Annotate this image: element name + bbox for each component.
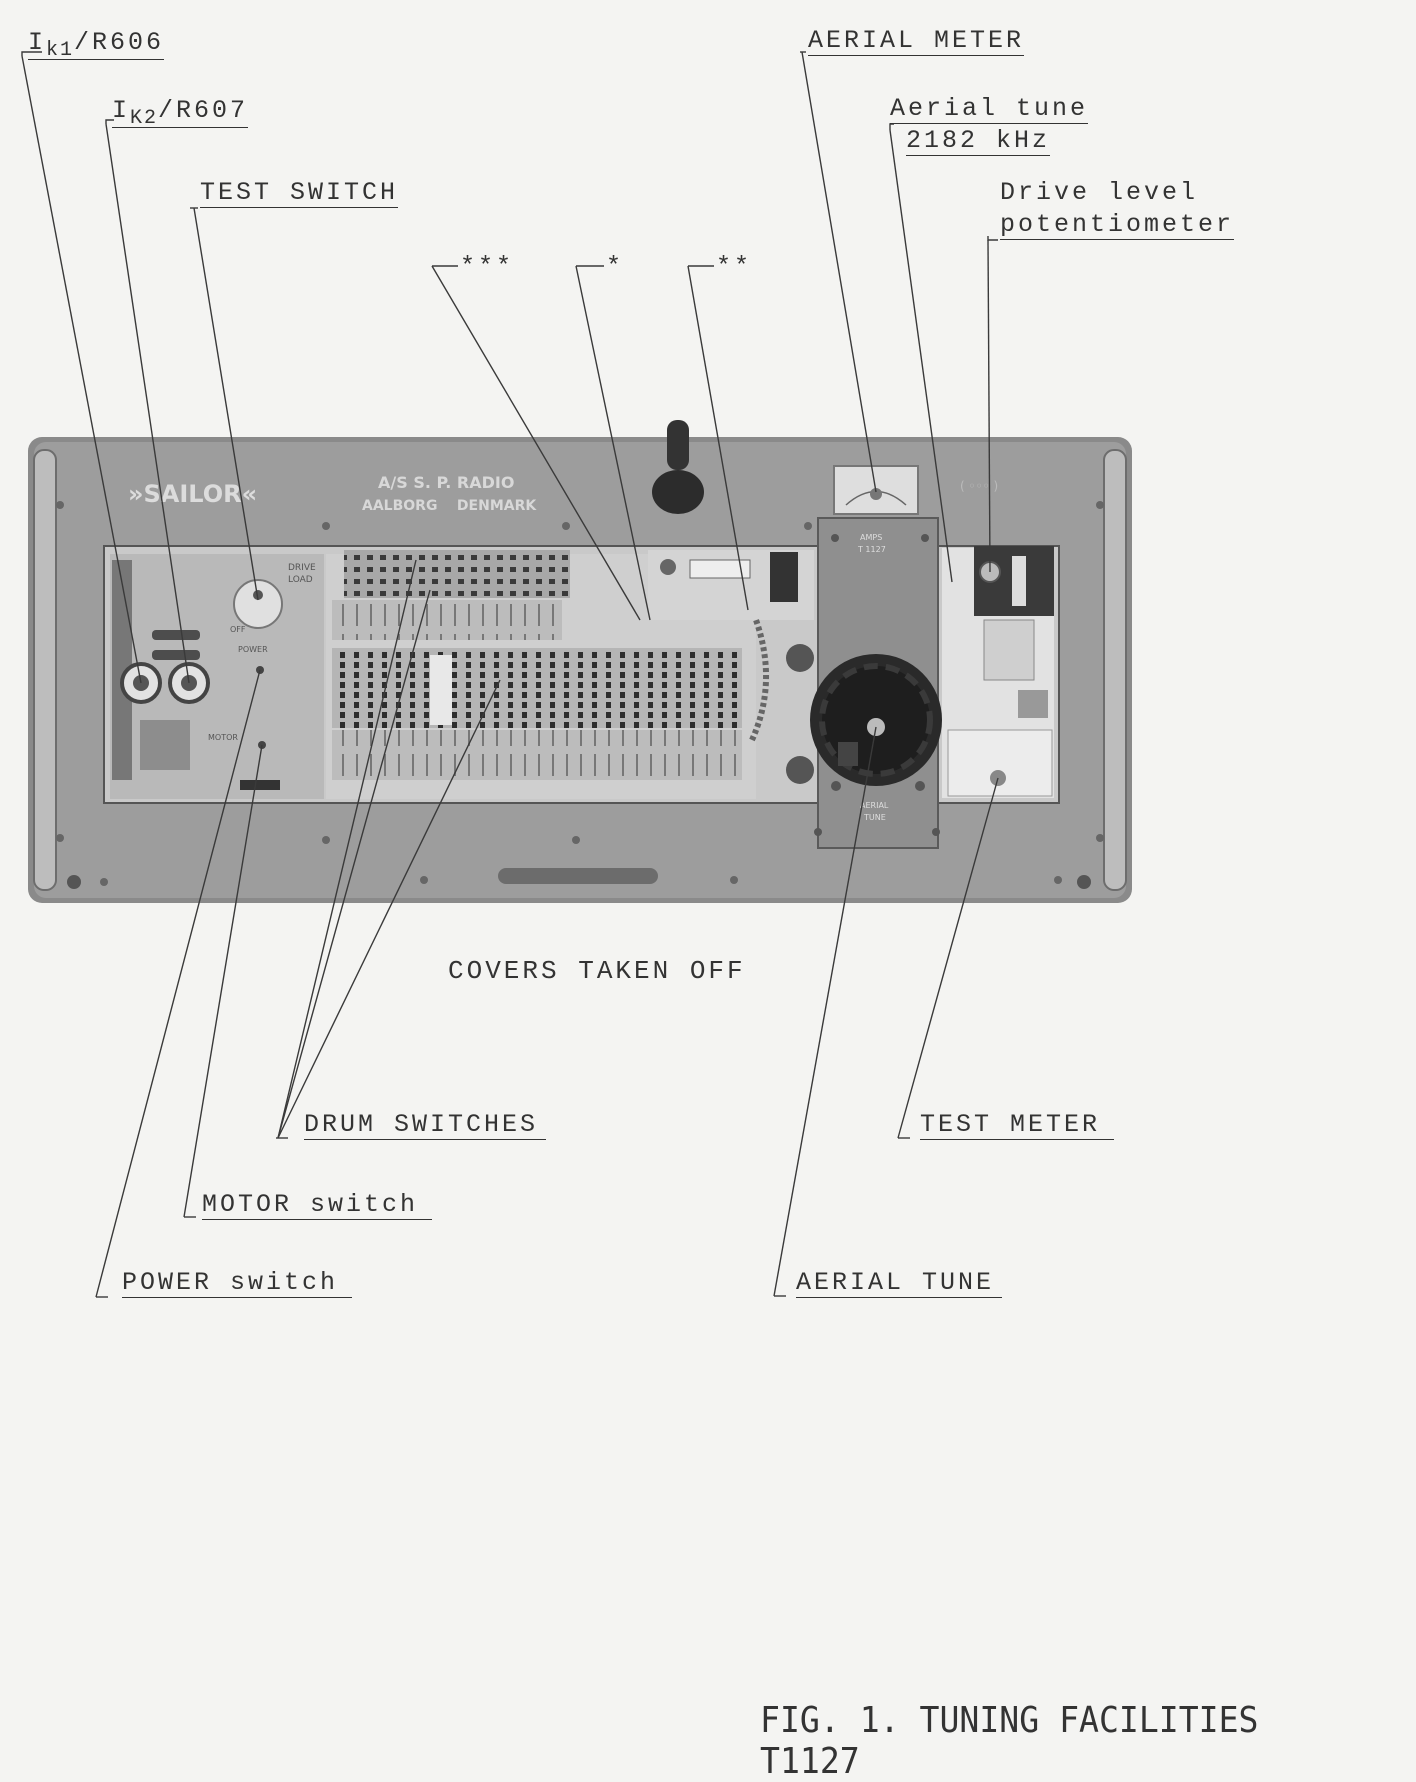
ik1-r606-label: Ik1/R606 bbox=[28, 28, 165, 62]
single-star-label: * bbox=[606, 252, 625, 281]
maker-text-1: A/S S. P. RADIO bbox=[378, 473, 514, 492]
right-components bbox=[942, 546, 1054, 798]
center-components bbox=[648, 550, 814, 784]
aerial-tune-2182-label-line2: 2182 kHz bbox=[906, 126, 1051, 156]
drive-level-label-line2: potentiometer bbox=[1000, 210, 1235, 240]
svg-text:TUNE: TUNE bbox=[863, 813, 886, 822]
panel-label-decal: ( ◦◦◦ ) bbox=[960, 479, 998, 493]
triple-star-label: *** bbox=[460, 252, 515, 281]
svg-text:T 1127: T 1127 bbox=[857, 545, 886, 554]
aerial-meter-label: AERIAL METER bbox=[808, 26, 1025, 56]
svg-text:OFF: OFF bbox=[230, 625, 246, 634]
test-switch-knob bbox=[233, 579, 283, 629]
right-handle bbox=[1103, 449, 1127, 891]
bottom-handle bbox=[498, 868, 658, 884]
svg-text:MOTOR: MOTOR bbox=[208, 733, 238, 742]
svg-text:POWER: POWER bbox=[238, 645, 268, 654]
left-handle bbox=[33, 449, 57, 891]
test-meter-label: TEST METER bbox=[920, 1112, 1115, 1140]
aerial-tune-panel: AMPS T 1127 AERIAL TUNE bbox=[810, 517, 959, 849]
aerial-tune-2182-label-line1: Aerial tune bbox=[890, 94, 1089, 124]
figure-title: FIG. 1. TUNING FACILITIES T1127 bbox=[760, 1700, 1259, 1782]
drum-switches-label: DRUM SWITCHES bbox=[304, 1112, 547, 1140]
leader-lines bbox=[21, 51, 999, 1298]
drum-switch-bank bbox=[326, 550, 756, 799]
aerial-tune-label: AERIAL TUNE bbox=[796, 1270, 1003, 1298]
double-star-label: ** bbox=[716, 252, 753, 281]
motor-switch-label: MOTOR switch bbox=[202, 1192, 433, 1220]
svg-text:AMPS: AMPS bbox=[860, 533, 882, 542]
svg-text:AERIAL: AERIAL bbox=[860, 801, 889, 810]
power-switch-label: POWER switch bbox=[122, 1270, 353, 1298]
left-pcb: DRIVE LOAD POWER MOTOR OFF bbox=[110, 554, 324, 799]
svg-text:DRIVE: DRIVE bbox=[288, 563, 316, 573]
photo-caption: COVERS TAKEN OFF bbox=[448, 956, 746, 986]
test-switch-label: TEST SWITCH bbox=[200, 178, 399, 208]
brand-logo: »SAILOR« bbox=[128, 480, 257, 508]
svg-text:LOAD: LOAD bbox=[288, 575, 313, 585]
maker-text-2: AALBORG DENMARK bbox=[362, 498, 537, 514]
ik2-r607-label: IK2/R607 bbox=[112, 96, 249, 130]
top-tuning-lever bbox=[652, 420, 704, 514]
drive-level-label-line1: Drive level bbox=[1000, 178, 1199, 207]
